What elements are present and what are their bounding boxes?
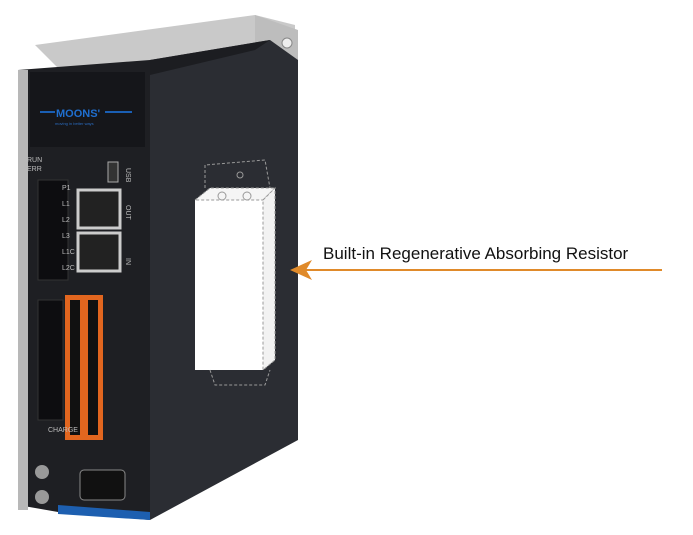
callout-label: Built-in Regenerative Absorbing Resistor <box>323 244 629 263</box>
svg-text:USB: USB <box>124 168 131 183</box>
svg-text:ERR: ERR <box>27 166 42 173</box>
svg-text:OUT: OUT <box>124 205 131 221</box>
svg-text:L2C: L2C <box>62 265 75 272</box>
power-terminal <box>37 179 69 281</box>
ethernet-port-out <box>76 188 122 230</box>
svg-text:IN: IN <box>124 258 131 265</box>
callout-arrowhead-icon <box>290 260 312 280</box>
svg-text:L2: L2 <box>62 217 70 224</box>
svg-text:L1C: L1C <box>62 249 75 256</box>
usb-port <box>107 161 119 183</box>
svg-text:P1: P1 <box>62 185 71 192</box>
svg-text:L3: L3 <box>62 233 70 240</box>
svg-text:L1: L1 <box>62 201 70 208</box>
svg-text:CHARGE: CHARGE <box>48 427 78 434</box>
regenerative-resistor-outline <box>193 159 277 386</box>
encoder-port <box>79 469 126 501</box>
svg-text:RUN: RUN <box>27 157 42 164</box>
svg-text:moving in better ways: moving in better ways <box>55 121 94 126</box>
ethernet-port-in <box>76 231 122 273</box>
motor-terminal <box>65 295 103 440</box>
brand-logo: MOONS' <box>56 108 101 120</box>
